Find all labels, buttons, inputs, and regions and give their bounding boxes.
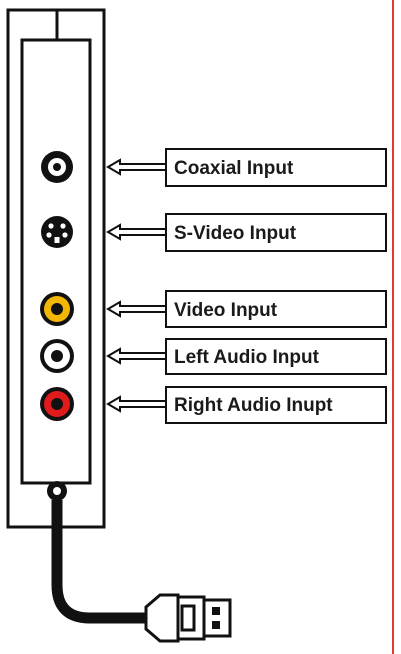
video-jack-icon [40,292,74,326]
right-audio-label: Right Audio Inupt [174,395,333,416]
usb-cable [47,481,146,618]
svideo-label: S-Video Input [174,223,297,244]
coaxial-jack-icon [41,151,73,183]
device-body [8,10,104,527]
left-audio-jack-icon [40,339,74,373]
coaxial-label: Coaxial Input [174,158,294,179]
left-audio-label: Left Audio Input [174,347,320,368]
video-label: Video Input [174,300,278,321]
usb-plug-icon [146,595,230,641]
coaxial-arrow-icon [108,160,166,174]
right-audio-arrow-icon [108,397,166,411]
usb-plug-window [182,606,194,630]
left-audio-arrow-icon [108,349,166,363]
usb-plug-tip [204,600,230,636]
usb-contact-top [212,607,220,615]
right-audio-jack-icon [40,387,74,421]
svideo-arrow-icon [108,225,166,239]
video-arrow-icon [108,302,166,316]
svideo-jack-icon [41,216,73,248]
usb-contact-bottom [212,621,220,629]
cable-grommet-hole [53,487,61,495]
cable-wire [57,500,146,618]
usb-plug-boot [146,595,178,641]
